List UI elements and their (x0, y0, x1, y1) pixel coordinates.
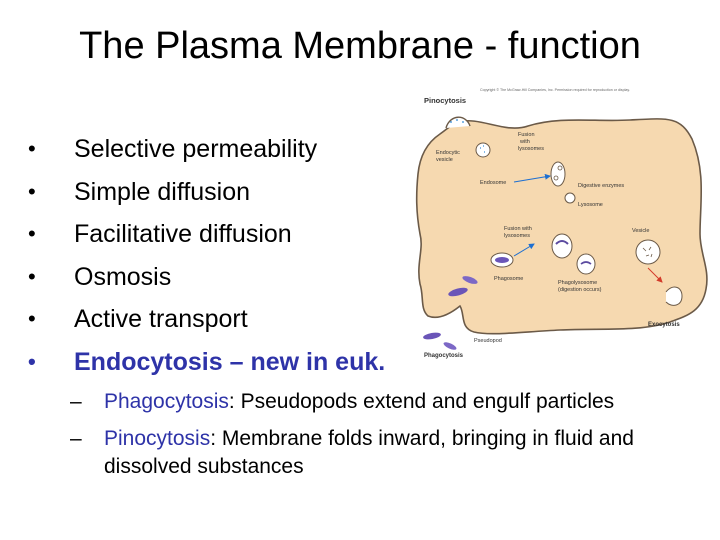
vesicle-right (635, 239, 661, 265)
phagolysosome-particle (580, 261, 592, 265)
food-particle (423, 332, 441, 340)
bullet-text: Active transport (74, 305, 248, 333)
label-phagocytosis: Phagocytosis (424, 353, 464, 359)
arrow-exocytosis (647, 267, 663, 283)
endosome-granule (553, 175, 559, 181)
label-exocytosis: Exocytosis (648, 322, 680, 328)
endocytic-vesicle (475, 142, 491, 158)
label-vesicle-right: Vesicle (632, 228, 649, 234)
bullet-text: Simple diffusion (74, 177, 251, 206)
phagosome-particle (495, 257, 509, 263)
label-lysosome: Lysosome (578, 202, 603, 208)
pinocytosis-invagination (445, 116, 471, 129)
dash-marker: – (70, 390, 82, 413)
dash-marker: – (70, 427, 82, 450)
label-pinocytosis: Pinocytosis (424, 96, 466, 105)
bullet-marker: • (28, 306, 36, 331)
label-endosome: Endosome (480, 180, 506, 186)
lysosome (564, 192, 576, 204)
fluid-dots (450, 119, 464, 123)
label-pseudopod: Pseudopod (474, 338, 502, 344)
bullet-item: • Selective permeability (24, 128, 385, 171)
bullet-marker: • (28, 263, 36, 289)
bullet-text: Selective permeability (74, 135, 318, 163)
fusing-particle (555, 240, 569, 245)
term-pinocytosis: Pinocytosis (104, 427, 211, 450)
food-particle (443, 342, 457, 350)
arrow-endosome (513, 173, 551, 183)
label-digestive-enzymes: Digestive enzymes (578, 183, 624, 189)
bullet-item-highlighted: • Endocytosis – new in euk. (24, 341, 385, 384)
food-particle (448, 287, 468, 297)
subbullet-item: –Pinocytosis: Membrane folds inward, bri… (70, 425, 714, 481)
subbullet-item: –Phagocytosis: Pseudopods extend and eng… (70, 388, 714, 416)
label-fusion-with-1: Fusion with (504, 226, 532, 232)
term-phagocytosis: Phagocytosis (104, 390, 229, 413)
food-particle (462, 276, 478, 284)
bullet-item: • Active transport (24, 298, 385, 341)
label-fusion-with-2: lysosomes (504, 233, 530, 239)
copyright-text: Copyright © The McGraw-Hill Companies, I… (480, 88, 630, 92)
endosome-body (550, 161, 566, 187)
label-endocytic: Endocytic (436, 150, 460, 156)
bullet-item: • Osmosis (24, 256, 385, 299)
label-phagosome: Phagosome (494, 276, 523, 282)
fusing-phagosome (551, 233, 573, 259)
label-fusion-2: with (519, 139, 530, 145)
endocytosis-diagram: Copyright © The McGraw-Hill Companies, I… (410, 84, 718, 380)
bullet-list: • Selective permeability • Simple diffusio… (24, 128, 385, 383)
phagolysosome (576, 253, 596, 275)
subbullet-list: –Phagocytosis: Pseudopods extend and eng… (70, 388, 714, 490)
bullet-text: Facilitative diffusion (74, 220, 292, 248)
bullet-marker: • (28, 178, 36, 204)
subbullet-text: : Pseudopods extend and engulf particles (228, 390, 615, 413)
bullet-marker: • (28, 348, 36, 374)
label-fusion-1: Fusion (518, 132, 535, 138)
label-vesicle: vesicle (436, 157, 453, 163)
bullet-text: Endocytosis – new in euk. (74, 347, 386, 376)
bullet-marker: • (28, 136, 36, 161)
label-phagolysosome: Phagolysosome (558, 280, 597, 286)
subbullet-text: : Membrane folds inward, bringing in flu… (104, 427, 634, 478)
endosome-granule (557, 165, 563, 171)
bullet-text: Osmosis (74, 262, 172, 291)
diagram-svg: Copyright © The McGraw-Hill Companies, I… (415, 88, 708, 359)
vesicle-contents (642, 246, 653, 258)
bullet-item: • Simple diffusion (24, 171, 385, 214)
cell-membrane (415, 118, 708, 335)
bullet-item: • Facilitative diffusion (24, 213, 385, 256)
arrow-phagosome (513, 243, 535, 257)
slide-title: The Plasma Membrane - function (79, 25, 641, 67)
vesicle-dots (480, 145, 485, 153)
bullet-marker: • (28, 221, 36, 246)
exocytosis-vesicle (665, 286, 683, 306)
label-fusion-3: lysosomes (518, 146, 544, 152)
label-digestion: (digestion occurs) (558, 287, 602, 293)
